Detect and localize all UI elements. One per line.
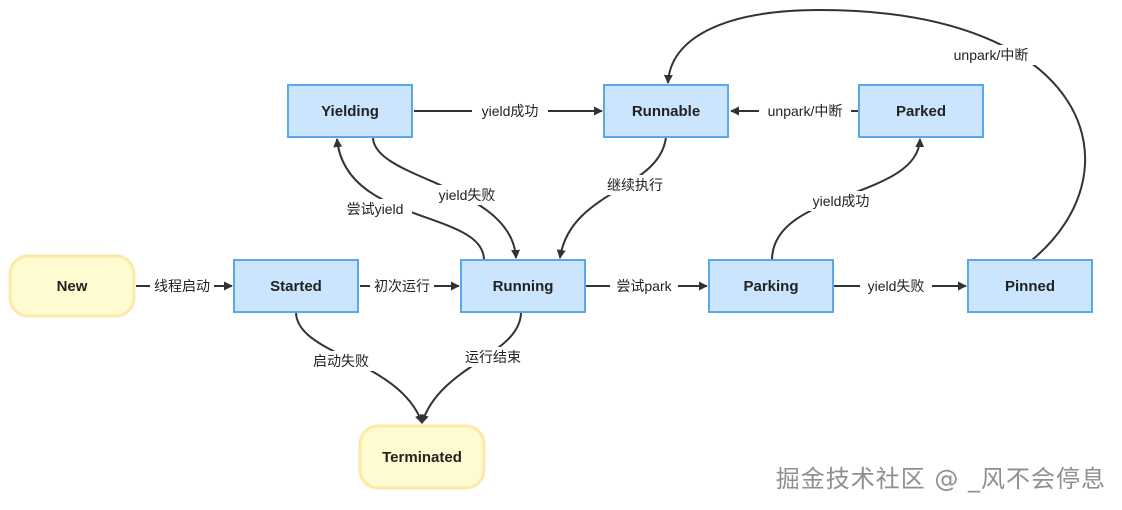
svg-text:Started: Started	[270, 278, 322, 295]
svg-text:Pinned: Pinned	[1005, 278, 1055, 295]
node-new: New	[8, 254, 136, 318]
label-started-running: 初次运行	[370, 276, 434, 296]
svg-text:线程启动: 线程启动	[154, 278, 210, 294]
svg-text:Runnable: Runnable	[632, 103, 700, 120]
label-parking-parked: yield成功	[804, 191, 878, 211]
svg-text:运行结束: 运行结束	[465, 349, 521, 365]
label-parking-pinned: yield失败	[860, 276, 932, 296]
watermark: 掘金技术社区 @ _风不会停息	[775, 465, 1106, 493]
node-pinned: Pinned	[967, 259, 1093, 313]
svg-text:yield成功: yield成功	[482, 103, 539, 119]
svg-text:yield成功: yield成功	[813, 193, 870, 209]
svg-text:继续执行: 继续执行	[607, 177, 663, 193]
svg-text:yield失败: yield失败	[868, 278, 925, 294]
svg-text:Terminated: Terminated	[382, 449, 462, 466]
label-running-yielding: 尝试yield	[338, 199, 412, 219]
node-runnable: Runnable	[603, 84, 729, 138]
node-parking: Parking	[708, 259, 834, 313]
node-started: Started	[233, 259, 359, 313]
svg-text:尝试yield: 尝试yield	[347, 201, 404, 217]
edge-running-yielding	[333, 138, 485, 261]
svg-text:Running: Running	[493, 278, 554, 295]
svg-text:初次运行: 初次运行	[374, 278, 430, 294]
svg-text:Parking: Parking	[743, 278, 798, 295]
node-running: Running	[460, 259, 586, 313]
svg-text:unpark/中断: unpark/中断	[768, 103, 843, 119]
label-parked-runnable: unpark/中断	[759, 101, 851, 121]
svg-text:unpark/中断: unpark/中断	[954, 47, 1029, 63]
svg-text:New: New	[57, 278, 88, 295]
label-running-terminated: 运行结束	[460, 347, 526, 367]
label-yielding-running: yield失败	[432, 185, 502, 205]
node-parked: Parked	[858, 84, 984, 138]
svg-text:Parked: Parked	[896, 103, 946, 120]
svg-text:Yielding: Yielding	[321, 103, 379, 120]
edge-running-terminated	[420, 311, 522, 424]
svg-text:尝试park: 尝试park	[616, 278, 672, 294]
label-pinned-runnable: unpark/中断	[944, 45, 1038, 65]
label-yielding-runnable: yield成功	[472, 101, 548, 121]
label-started-terminated: 启动失败	[308, 351, 374, 371]
edge-pinned-runnable	[663, 8, 1087, 261]
label-runnable-running: 继续执行	[600, 175, 670, 195]
edge-runnable-running	[556, 136, 667, 259]
node-terminated: Terminated	[358, 424, 486, 490]
svg-text:yield失败: yield失败	[439, 187, 496, 203]
label-new-started: 线程启动	[150, 276, 214, 296]
node-yielding: Yielding	[287, 84, 413, 138]
label-running-parking: 尝试park	[610, 276, 678, 296]
svg-text:启动失败: 启动失败	[313, 353, 369, 369]
